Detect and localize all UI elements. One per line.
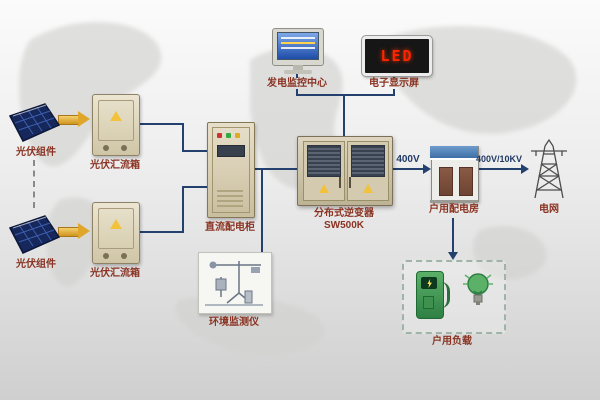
warning-triangle-icon [110,219,122,229]
household-load-label: 户用负载 [432,336,472,347]
led-display-label: 电子显示屏 [369,78,419,89]
cabinet-door [212,127,250,213]
connector-combiner2-v [182,186,184,233]
dc-cabinet-icon [207,122,255,218]
inverter-door-right [347,141,389,201]
warning-triangle-icon [319,184,329,193]
voltage-400v-10kv-label: 400V/10KV [475,154,523,164]
connector-env-monitor [261,170,263,252]
building-roof [430,146,478,160]
indicator-light-icon [217,133,222,138]
combiner-1-label: 光伏汇流箱 [90,160,140,171]
combiner-2-label: 光伏汇流箱 [90,268,140,279]
transmission-tower-icon [531,138,567,199]
pv-module-2-label: 光伏组件 [16,259,56,270]
vent-grille-icon [307,145,341,177]
led-display-icon: LED [362,36,432,76]
connector-inverter-to-top [343,94,345,136]
monitor-frame [272,28,324,66]
combiner-door [98,100,134,141]
arrowhead-into-room-icon [423,164,431,174]
connector-combiner1-h [138,123,184,125]
warning-triangle-icon [363,184,373,193]
weather-station-graphic [205,261,263,306]
monitor-screen [277,32,319,60]
ev-charger-icon [416,271,450,319]
connector-monitor-stub-upper [296,73,298,78]
lightning-bolt-icon [427,279,432,288]
door-handle-icon [339,177,341,188]
inverter-model-label: SW500K [323,220,364,231]
vent-grille-icon [351,145,385,177]
connector-inverter-to-room [391,168,424,170]
building-door-icon [459,167,473,196]
connector-monitor-stub-lower [296,89,298,95]
screen-row [281,37,315,39]
door-handle-icon [349,177,351,188]
monitoring-center-label: 发电监控中心 [267,78,327,89]
led-screen-text: LED [380,47,414,65]
distribution-room-label: 户用配电房 [429,204,479,215]
indicator-light-icon [226,133,231,138]
combiner-box-1-icon [92,94,140,156]
vent-grille-icon [217,190,243,208]
voltage-400v-label: 400V [396,154,420,165]
arrowhead-into-grid-icon [521,164,529,174]
pv-module-1-icon [8,103,61,142]
dc-cabinet-label: 直流配电柜 [205,222,255,233]
household-load-group [402,260,506,334]
monitoring-computer-icon [272,28,324,74]
connector-combiner2-h [138,231,184,233]
cable-gland-icon [121,253,127,259]
arrowhead-into-load-icon [448,252,458,260]
meter-screen-icon [217,145,245,157]
light-bulb-icon [463,273,493,305]
inverter-door-left [303,141,345,201]
pv-module-2-icon [8,215,61,254]
connector-combiner1-into-cabinet [182,150,208,152]
flow-arrow-1-icon [78,111,90,127]
cable-gland-icon [103,253,109,259]
weather-station-icon [198,252,272,314]
pv-ellipsis-dashes [33,160,35,208]
connector-combiner2-into-cabinet [182,186,208,188]
connector-room-to-load [452,218,454,254]
cable-gland-icon [121,145,127,151]
building-door-icon [439,167,453,196]
screen-row [281,47,315,49]
inverter-label: 分布式逆变器 [314,208,374,219]
charger-slot [423,296,434,309]
connector-combiner1-v [182,123,184,152]
env-monitor-label: 环境监测仪 [209,317,259,328]
pv-module-1-label: 光伏组件 [16,147,56,158]
warning-triangle-icon [110,111,122,121]
screen-row [281,42,315,44]
cable-gland-icon [103,145,109,151]
combiner-box-2-icon [92,202,140,264]
building-base [430,200,478,203]
inverter-icon [297,136,393,206]
flow-arrow-2-icon [78,223,90,239]
connector-cabinet-to-inverter [253,168,297,170]
charger-cable-icon [437,282,450,308]
distribution-room-icon [430,146,479,203]
connector-room-to-grid [477,168,522,170]
indicator-light-icon [235,133,240,138]
connector-led-stub-lower [393,89,395,95]
monitor-base [284,70,312,74]
connector-top-horizontal [296,94,395,96]
monitor-stand [293,65,303,70]
grid-label: 电网 [539,204,559,215]
